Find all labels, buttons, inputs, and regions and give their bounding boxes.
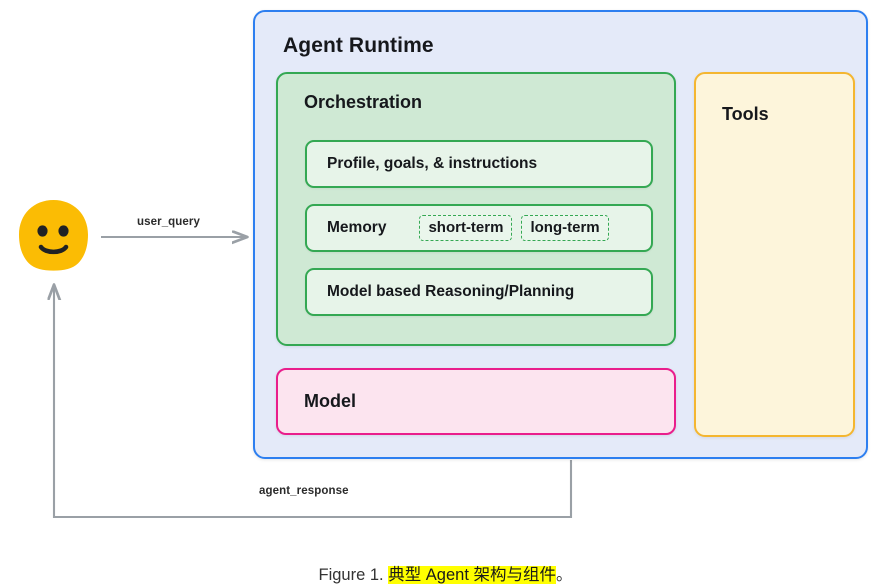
orchestration-row: Memory short-term long-term xyxy=(305,204,653,252)
orchestration-box: Orchestration Profile, goals, & instruct… xyxy=(276,72,676,346)
edge-label-agent-response: agent_response xyxy=(259,485,349,497)
model-box: Model xyxy=(276,368,676,435)
caption-suffix: 。 xyxy=(556,566,573,584)
left-eye-icon xyxy=(37,225,48,237)
edge-label-user-query: user_query xyxy=(137,216,201,228)
right-eye-icon xyxy=(58,225,69,237)
memory-chip-short-term: short-term xyxy=(419,214,513,242)
figure-caption: Figure 1. 典型 Agent 架构与组件。 xyxy=(0,561,891,585)
caption-prefix: Figure 1. xyxy=(318,566,389,584)
orchestration-row-label: Profile, goals, & instructions xyxy=(327,155,538,172)
agent-runtime-title: Agent Runtime xyxy=(283,34,434,57)
tools-title: Tools xyxy=(722,104,769,124)
smile-icon xyxy=(38,244,69,255)
orchestration-row-label: Model based Reasoning/Planning xyxy=(327,283,575,300)
memory-chip-long-term: long-term xyxy=(521,214,609,242)
memory-chip-group: short-term long-term xyxy=(419,214,609,242)
orchestration-row-label: Memory xyxy=(327,219,387,236)
tools-box: Tools xyxy=(694,72,855,437)
orchestration-row: Profile, goals, & instructions xyxy=(305,140,653,188)
caption-highlighted-text: 典型 Agent 架构与组件 xyxy=(388,566,556,584)
model-title: Model xyxy=(304,391,356,411)
blob-body-icon xyxy=(19,200,88,271)
orchestration-title: Orchestration xyxy=(304,92,423,112)
user-avatar xyxy=(19,200,88,271)
orchestration-row: Model based Reasoning/Planning xyxy=(305,268,653,316)
